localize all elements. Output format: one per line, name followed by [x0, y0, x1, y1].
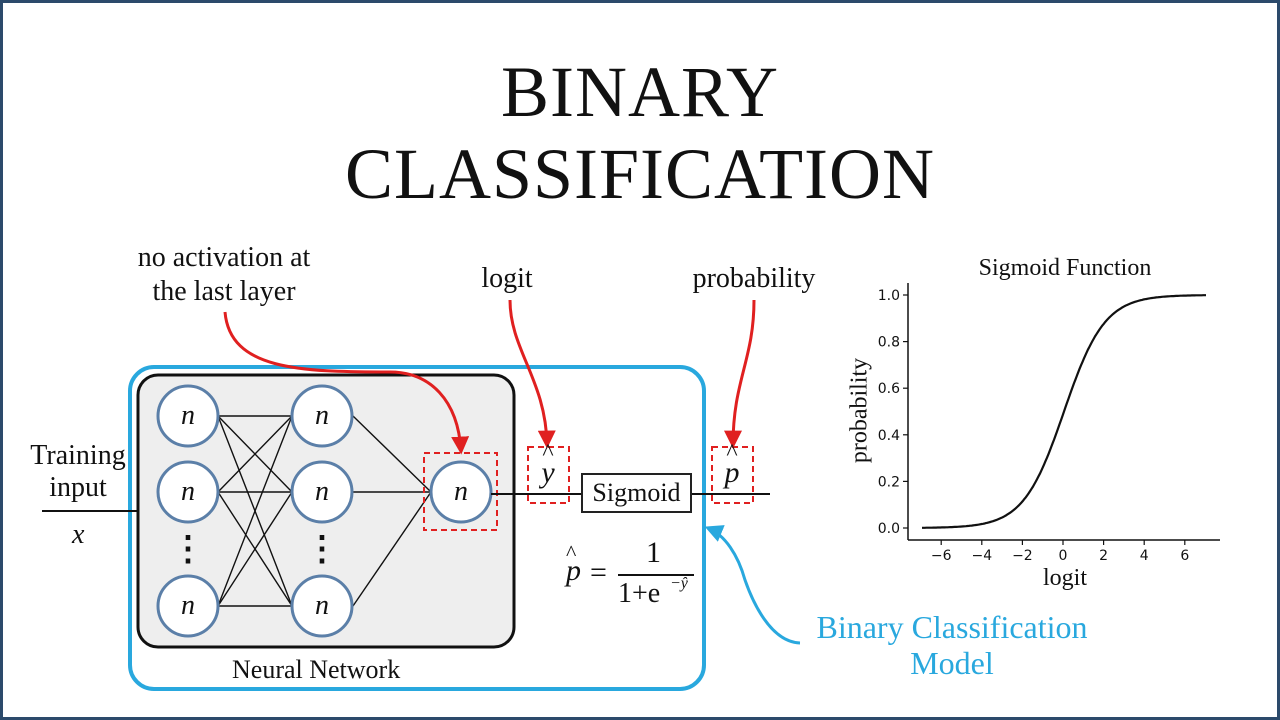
no-activation-label-line-2: the last layer — [152, 275, 296, 307]
model-pointer-arrow — [704, 525, 801, 645]
chart-y-label: probability — [846, 357, 873, 464]
node-label: n — [454, 476, 468, 507]
hat-mark: ^ — [542, 440, 554, 466]
node-label: n — [181, 590, 195, 621]
node-label: n — [181, 400, 195, 431]
slide-title-line-1: BINARY — [500, 52, 780, 132]
node-label: n — [315, 400, 329, 431]
node-l1-1 — [156, 384, 220, 448]
hat-mark: ^ — [566, 540, 577, 565]
node-l1-3 — [156, 574, 220, 638]
training-input-label: Training input — [18, 440, 138, 504]
sigmoid-block: Sigmoid — [581, 473, 692, 513]
no-activation-label: no activation at the last layer — [108, 241, 340, 308]
formula-equals: = — [590, 556, 607, 589]
output-node-highlight — [423, 452, 498, 531]
node-label: n — [181, 476, 195, 507]
formula-lhs-letter: p — [566, 554, 581, 587]
logit-arrow — [508, 299, 556, 449]
slide-title-line-2: CLASSIFICATION — [344, 134, 936, 214]
node-output — [429, 460, 493, 524]
logit-label: logit — [481, 263, 533, 294]
neural-network-label: Neural Network — [232, 655, 401, 684]
probability-symbol-letter: p — [724, 456, 740, 489]
node-l2-3 — [290, 574, 354, 638]
model-box — [128, 365, 706, 691]
training-input-label-line-2: input — [49, 472, 107, 503]
chart-title: Sigmoid Function — [978, 255, 1152, 281]
no-activation-arrow — [223, 311, 470, 455]
node-label: n — [315, 590, 329, 621]
logit-symbol-letter: y — [541, 456, 555, 489]
connections-output — [352, 415, 432, 607]
hat-mark: ^ — [726, 440, 738, 466]
model-label: Binary Classification Model — [804, 609, 1100, 681]
node-ellipsis: ⋮ — [305, 531, 339, 568]
connections-hidden — [217, 415, 293, 607]
logit-symbol: ^ y — [528, 440, 568, 490]
no-activation-label-line-1: no activation at — [137, 242, 311, 273]
sigmoid-formula: ^ p = 1 1+e −ŷ — [566, 536, 706, 618]
chart-x-label: logit — [1042, 565, 1087, 591]
model-label-line-2: Model — [910, 645, 994, 681]
node-label: n — [315, 476, 329, 507]
probability-symbol: ^ p — [712, 440, 752, 490]
formula-numerator: 1 — [646, 536, 661, 569]
node-l1-2 — [156, 460, 220, 524]
probability-label: probability — [692, 263, 816, 294]
node-ellipsis: ⋮ — [171, 531, 205, 568]
formula-fraction-bar — [618, 574, 694, 576]
node-l2-1 — [290, 384, 354, 448]
formula-lhs: ^ p — [566, 540, 581, 588]
model-label-line-1: Binary Classification — [816, 609, 1088, 645]
node-l2-2 — [290, 460, 354, 524]
probability-arrow — [724, 299, 756, 449]
formula-denominator: 1+e — [618, 578, 661, 609]
formula-exponent: −ŷ — [670, 575, 688, 592]
training-input-label-line-1: Training — [30, 440, 126, 471]
input-variable: x — [72, 519, 85, 550]
